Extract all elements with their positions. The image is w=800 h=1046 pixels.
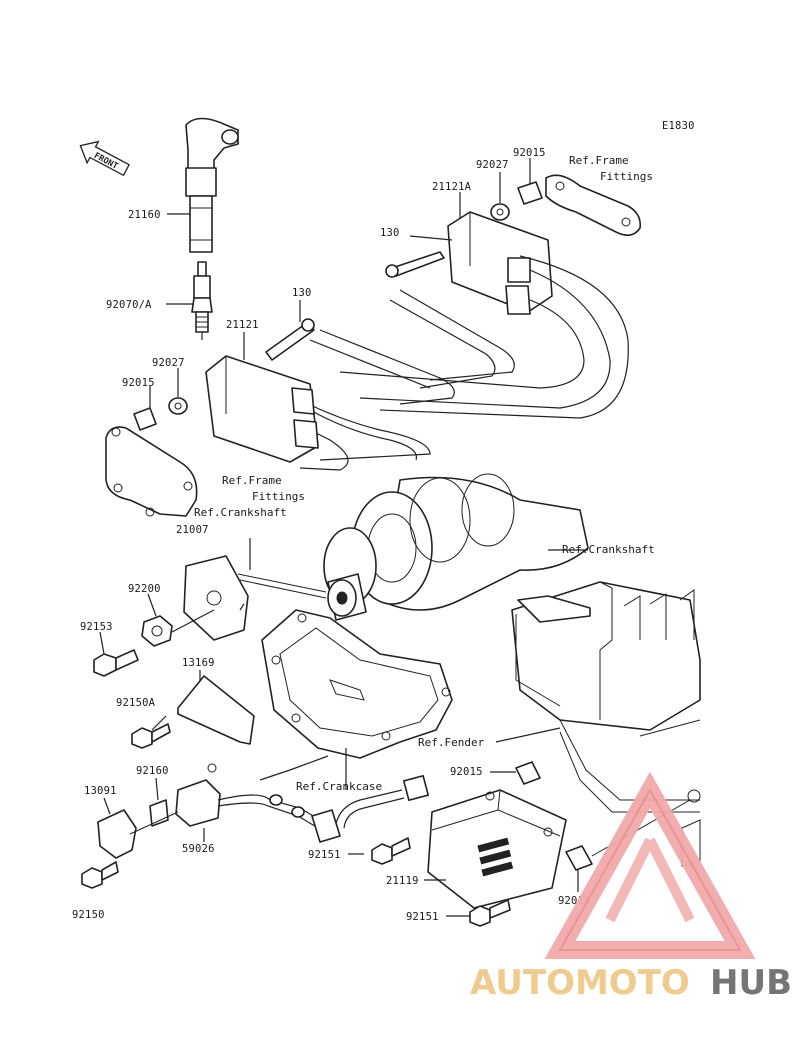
label-21121a: 21121A [432,181,472,193]
label-21160: 21160 [128,209,161,221]
frame-fitting-upper [545,174,642,236]
watermark-text-part1: AUTOMOTO [470,963,690,1003]
label-92070a: 92070/A [106,299,152,311]
igniter-21119 [427,789,567,909]
ref-frame-fittings-top-1: Ref.Frame [569,154,629,167]
label-92153: 92153 [80,621,113,633]
spark-plug-92070a [191,261,213,340]
label-92150: 92150 [72,909,105,921]
label-59026: 59026 [182,843,215,855]
stick-coil-21160 [185,117,239,253]
coil-pack-21121 [205,318,319,463]
frame-fender-structure [511,581,701,867]
label-92160: 92160 [136,765,169,777]
label-92015-mid: 92015 [450,766,483,778]
automotohub-watermark-logo: AUTOMOTO HUB [470,771,792,1003]
label-92015-upper: 92015 [513,147,546,159]
label-21007: 21007 [176,524,209,536]
label-92151-upper: 92151 [308,849,341,861]
bolt-92150 [81,861,119,889]
label-130-lower: 130 [292,287,312,299]
ref-crankshaft-right: Ref.Crankshaft [562,543,655,556]
collar-92015-upper [517,181,543,205]
label-21121: 21121 [226,319,259,331]
crankshaft [323,473,589,621]
bolt-92151-upper [371,837,411,865]
washer-92027-lower [168,397,188,415]
ref-frame-fittings-mid-2: Fittings [252,490,305,503]
watermark-text-part2: HUB [710,963,792,1003]
label-130-upper: 130 [380,227,400,239]
label-92027-upper: 92027 [476,159,509,171]
cover-13169 [177,675,255,745]
frame-fitting-lower [105,426,198,517]
bolt-92151-lower [469,899,511,927]
spacer-92160 [149,799,169,827]
ignition-leads [289,255,629,471]
coil-pack-21121a [385,211,553,315]
ref-crankshaft-left: Ref.Crankshaft [194,506,287,519]
connector-plug [335,774,430,829]
label-13169: 13169 [182,657,215,669]
bolt-92153 [93,649,139,677]
label-13091: 13091 [84,785,117,797]
bolt-92150a [131,723,171,749]
washer-92027-upper [490,203,510,221]
ref-frame-fittings-mid-1: Ref.Frame [222,474,282,487]
crankcase-cover [261,609,453,759]
pickup-coil-59026 [175,755,341,843]
nut-92200 [141,615,173,647]
bracket-13091 [97,809,137,859]
timing-rotor-21007 [183,555,327,641]
diagram-code: E1830 [662,120,695,132]
ref-crankcase: Ref.Crankcase [296,780,382,793]
collar-92015-lower [133,407,157,431]
ref-fender: Ref.Fender [418,736,485,749]
label-21119: 21119 [386,875,419,887]
label-92200: 92200 [128,583,161,595]
collar-92015-lower-right [565,845,593,871]
label-92150a: 92150A [116,697,156,709]
ref-frame-fittings-top-2: Fittings [600,170,653,183]
label-92151-lower: 92151 [406,911,439,923]
label-92015-lower: 92015 [122,377,155,389]
label-92027-lower: 92027 [152,357,185,369]
collar-92015-mid [515,761,541,785]
front-arrow-icon: FRONT [79,140,130,177]
